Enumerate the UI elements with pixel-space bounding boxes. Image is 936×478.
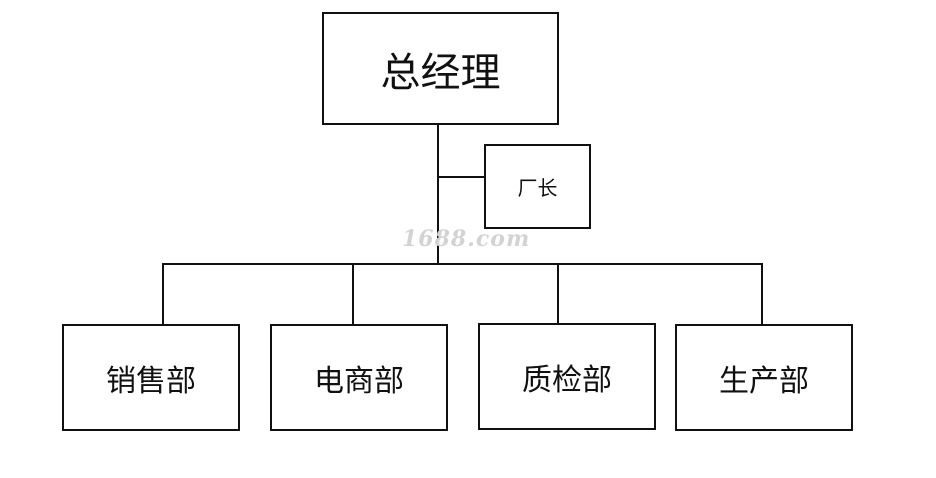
department-label: 质检部	[522, 362, 612, 398]
department-node-sales: 销售部	[62, 324, 240, 431]
department-bus-connector	[162, 263, 763, 265]
factory-director-node: 厂长	[484, 144, 591, 229]
assistant-connector	[438, 176, 485, 178]
sales-dept-connector	[162, 263, 164, 325]
general-manager-label: 总经理	[380, 49, 501, 96]
department-label: 销售部	[106, 363, 196, 399]
production-dept-connector	[761, 263, 763, 325]
department-label: 电商部	[314, 363, 404, 399]
ecommerce-dept-connector	[352, 263, 354, 325]
department-label: 生产部	[719, 363, 809, 399]
department-node-ecommerce: 电商部	[270, 324, 448, 431]
department-node-production: 生产部	[675, 324, 853, 431]
watermark-text: 1688.com	[402, 226, 531, 252]
qc-dept-connector	[557, 263, 559, 325]
general-manager-node: 总经理	[322, 12, 559, 125]
department-node-quality-control: 质检部	[478, 323, 656, 430]
trunk-connector	[437, 125, 439, 264]
factory-director-label: 厂长	[517, 176, 558, 200]
